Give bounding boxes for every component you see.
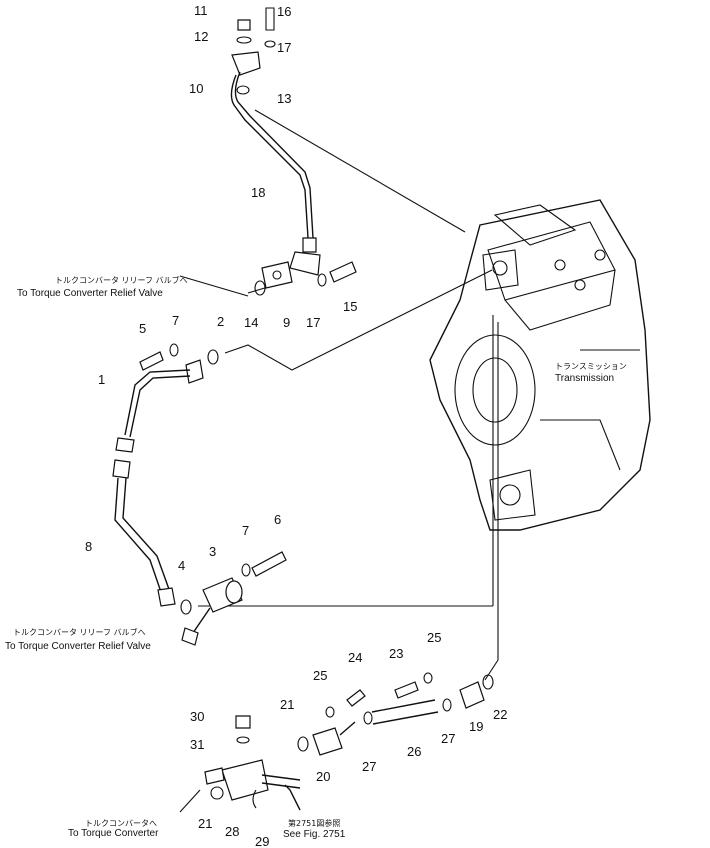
callout-14: 14 — [244, 315, 258, 330]
callout-5: 5 — [139, 321, 146, 336]
part-2-oring — [207, 349, 219, 365]
callout-7-mid: 7 — [172, 313, 179, 328]
callout-7-lower: 7 — [242, 523, 249, 538]
part-29-clip — [252, 789, 257, 809]
part-17a-washer — [264, 40, 276, 48]
middle-pipe-assembly — [112, 343, 287, 646]
callout-27-left: 27 — [362, 759, 376, 774]
part-14-oring — [254, 280, 266, 296]
callout-2: 2 — [217, 314, 224, 329]
note-fig-2751-en: See Fig. 2751 — [283, 829, 346, 840]
part-27a-clamp — [363, 711, 373, 725]
part-25b-washer — [423, 672, 433, 684]
callout-24: 24 — [348, 650, 362, 665]
part-8-pipe — [114, 477, 163, 596]
callout-31: 31 — [190, 737, 204, 752]
callout-30: 30 — [190, 709, 204, 724]
part-1-pipe — [124, 369, 191, 436]
part-10-block — [231, 51, 261, 76]
part-23-bolt — [394, 681, 419, 699]
part-13-oring — [236, 85, 250, 95]
callout-22: 22 — [493, 707, 507, 722]
part-22-oring — [482, 674, 494, 690]
part-11-plug — [237, 19, 251, 31]
callout-16: 16 — [277, 4, 291, 19]
part-16-bolt — [265, 7, 275, 31]
callout-4: 4 — [178, 558, 185, 573]
part-25a-washer — [325, 706, 335, 718]
callout-12: 12 — [194, 29, 208, 44]
part-28-bracket — [221, 759, 269, 801]
part-6-bolt — [251, 551, 287, 577]
part-18-pipe — [230, 74, 309, 239]
part-27b-clamp — [442, 698, 452, 712]
callout-21-lower: 21 — [198, 816, 212, 831]
part-15-bolt — [329, 261, 357, 283]
note-relief-valve-top-en: To Torque Converter Relief Valve — [17, 288, 163, 299]
note-relief-valve-mid-jp: トルクコンバータ リリーフ バルブへ — [13, 627, 146, 637]
callout-25-left: 25 — [313, 668, 327, 683]
part-7a-washer — [169, 343, 179, 357]
part-31-washer — [236, 736, 250, 744]
callout-19: 19 — [469, 719, 483, 734]
part-7b-washer — [241, 563, 251, 577]
callout-11: 11 — [194, 3, 208, 18]
callout-8: 8 — [85, 539, 92, 554]
part-12-oring — [236, 36, 252, 44]
note-fig-2751-jp: 第2751図参照 — [288, 818, 340, 828]
leader-lines — [179, 109, 499, 681]
callout-13: 13 — [277, 91, 291, 106]
note-relief-valve-top-jp: トルクコンバータ リリーフ バルブへ — [55, 275, 188, 285]
part-4-oring — [180, 599, 192, 615]
callout-labels: 11 16 12 17 10 13 18 14 9 17 15 5 7 2 1 … — [85, 3, 507, 848]
callout-21-upper: 21 — [280, 697, 294, 712]
callout-27-right: 27 — [441, 731, 455, 746]
callout-15: 15 — [343, 299, 357, 314]
part-20-flange — [312, 727, 343, 756]
callout-25-right: 25 — [427, 630, 441, 645]
part-26-hose — [371, 699, 436, 713]
callout-17-mid: 17 — [306, 315, 320, 330]
part-30-nut — [235, 715, 251, 729]
callout-9: 9 — [283, 315, 290, 330]
callout-1: 1 — [98, 372, 105, 387]
callout-20: 20 — [316, 769, 330, 784]
upper-pipe-assembly — [230, 7, 357, 296]
arrow-to-torque-converter — [179, 789, 201, 813]
callout-3: 3 — [209, 544, 216, 559]
part-21b-oring — [210, 786, 224, 800]
part-9-flange — [261, 261, 293, 289]
note-torque-converter-en: To Torque Converter — [68, 828, 159, 839]
part-17b-washer — [317, 273, 327, 287]
callout-29: 29 — [255, 834, 269, 848]
note-relief-valve-mid-en: To Torque Converter Relief Valve — [5, 641, 151, 652]
callout-28: 28 — [225, 824, 239, 839]
callout-26: 26 — [407, 744, 421, 759]
callout-17-top: 17 — [277, 40, 291, 55]
note-transmission-jp: トランスミッション — [555, 362, 627, 371]
fig-2751-reference-pointer — [284, 784, 301, 811]
transmission-housing — [429, 199, 651, 531]
part-24-bolt — [346, 689, 366, 707]
diagram-notes: トルクコンバータ リリーフ バルブへ To Torque Converter R… — [5, 275, 627, 840]
callout-18: 18 — [251, 185, 265, 200]
callout-10: 10 — [189, 81, 203, 96]
part-19-elbow — [459, 681, 485, 709]
note-transmission-en: Transmission — [555, 373, 614, 384]
part-5-bolt — [139, 351, 164, 371]
part-21a-oring — [297, 736, 309, 752]
note-torque-converter-jp: トルクコンバータへ — [85, 819, 157, 828]
callout-23: 23 — [389, 646, 403, 661]
lower-pipe-assembly — [179, 672, 494, 813]
callout-6: 6 — [274, 512, 281, 527]
